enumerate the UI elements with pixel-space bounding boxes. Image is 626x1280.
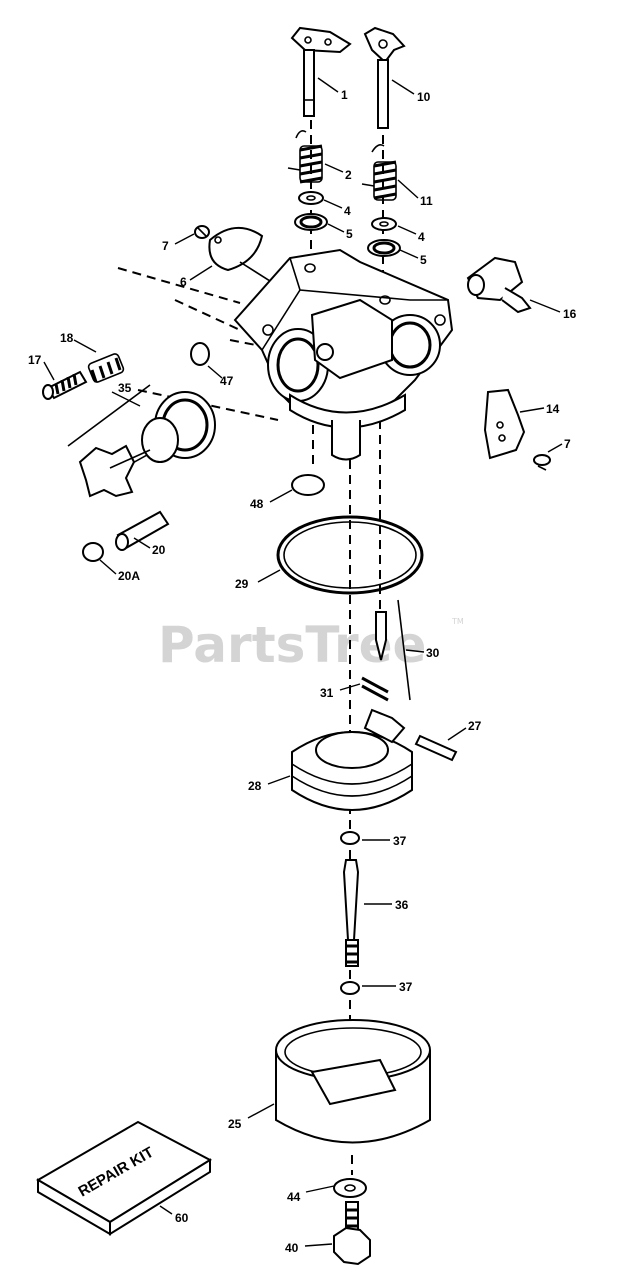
part-label: 14	[546, 402, 560, 416]
idle-mixture-spring	[87, 353, 125, 383]
needle-clip	[361, 676, 389, 702]
fuel-inlet-fitting	[466, 256, 532, 314]
choke-washer	[371, 217, 397, 231]
bowl-washer	[333, 1178, 367, 1198]
float-bowl	[275, 1019, 431, 1144]
part-label: 48	[250, 497, 264, 511]
choke-seal	[367, 239, 401, 257]
throttle-shaft	[290, 26, 352, 117]
bracket-screw	[533, 454, 551, 471]
throttle-seal	[294, 213, 328, 231]
primer-bulb-assembly	[67, 384, 216, 498]
part-label: 20	[152, 543, 166, 557]
repair-kit: REPAIR KIT	[36, 1120, 213, 1236]
choke-shaft	[363, 26, 406, 129]
part-label: 17	[28, 353, 42, 367]
part-labels: 1 10 2 11 4 4 5 5 7 6 16 18 17 47 35 14 …	[28, 88, 577, 1255]
choke-spring	[361, 144, 397, 201]
pin	[115, 510, 170, 551]
part-label: 36	[395, 898, 409, 912]
part-label: 18	[60, 331, 74, 345]
leader-lines	[43, 77, 563, 1247]
part-label: 2	[345, 168, 352, 182]
part-label: 28	[248, 779, 262, 793]
part-label: 6	[180, 275, 187, 289]
throttle-spring	[287, 130, 323, 184]
part-label: 4	[344, 204, 351, 218]
bowl-gasket	[276, 515, 424, 595]
lower-o-ring	[340, 981, 360, 995]
part-label: 30	[426, 646, 440, 660]
throttle-washer	[298, 191, 324, 205]
part-label: 37	[393, 834, 407, 848]
o-ring	[190, 342, 210, 366]
part-label: 16	[563, 307, 577, 321]
part-label: 10	[417, 90, 431, 104]
part-label: 1	[341, 88, 348, 102]
carburetor-body	[233, 248, 454, 461]
part-label: 4	[418, 230, 425, 244]
main-jet-nozzle	[342, 859, 360, 967]
inlet-needle	[375, 599, 411, 701]
part-label: 11	[420, 194, 433, 208]
idle-mixture-screw	[42, 370, 88, 400]
part-label: 5	[346, 227, 353, 241]
part-label: 7	[564, 437, 571, 451]
bowl-nut	[333, 1201, 371, 1266]
part-label: 29	[235, 577, 249, 591]
float	[291, 708, 413, 811]
part-label: 37	[399, 980, 413, 994]
float-pin	[414, 734, 458, 762]
welch-plug	[291, 474, 325, 496]
part-label: 7	[162, 239, 169, 253]
choke-plate-screw	[194, 225, 210, 239]
part-label: 27	[468, 719, 482, 733]
part-label: 40	[285, 1241, 299, 1255]
part-label: 5	[420, 253, 427, 267]
watermark-trademark: TM	[451, 617, 464, 626]
part-label: 44	[287, 1190, 301, 1204]
part-label: 47	[220, 374, 234, 388]
cap	[82, 542, 104, 562]
part-label: 25	[228, 1117, 242, 1131]
part-label: 20A	[118, 569, 140, 583]
part-label: 35	[118, 381, 132, 395]
part-label: 60	[175, 1211, 189, 1225]
part-label: 31	[320, 686, 334, 700]
upper-o-ring	[340, 831, 360, 845]
bracket	[483, 388, 526, 460]
